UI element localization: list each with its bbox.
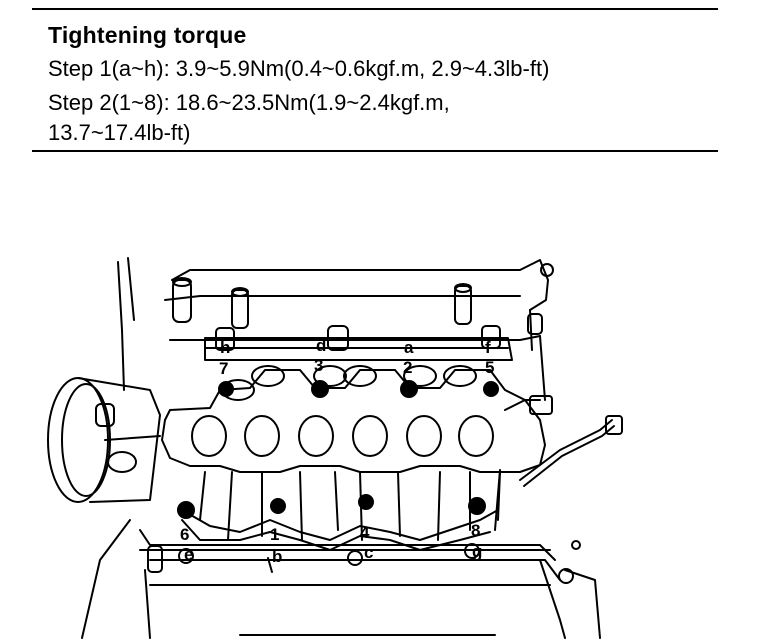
bolt-7 (218, 381, 234, 397)
label-6: 6 (180, 525, 189, 544)
manifold-runners (199, 365, 501, 541)
stud-e (178, 548, 194, 564)
numbered-bolts (177, 380, 499, 519)
cylinder-head-outline (117, 257, 554, 401)
label-8: 8 (471, 521, 480, 540)
bolt-1 (270, 498, 286, 514)
manifold-flange (161, 369, 546, 473)
intake-manifold-diagram: h d a f 7 3 2 5 6 1 4 8 e b c g (47, 257, 623, 639)
bolt-4 (358, 494, 374, 510)
label-5: 5 (485, 358, 494, 377)
label-e: e (184, 545, 193, 564)
label-a: a (404, 338, 414, 357)
label-b: b (272, 547, 282, 566)
bolt-8 (468, 497, 486, 515)
stud-g (464, 543, 480, 559)
label-h: h (220, 338, 230, 357)
bolt-2 (400, 380, 418, 398)
label-g: g (472, 542, 482, 561)
label-d: d (316, 336, 326, 355)
lettered-studs (178, 543, 480, 573)
bolt-6 (177, 501, 195, 519)
spec-step-2: Step 2(1~8): 18.6~23.5Nm(1.9~2.4kgf.m, (48, 90, 450, 115)
label-1: 1 (270, 525, 279, 544)
timing-pulley (47, 377, 161, 503)
bolt-5 (483, 381, 499, 397)
label-c: c (364, 543, 373, 562)
label-7: 7 (219, 359, 228, 378)
spec-title: Tightening torque (48, 22, 247, 48)
bolt-labels: h d a f 7 3 2 5 6 1 4 8 e b c g (180, 336, 494, 566)
lower-flange-block (81, 509, 601, 639)
stud-c (347, 550, 363, 566)
label-f: f (485, 338, 491, 357)
bolt-3 (311, 380, 329, 398)
spec-step-1: Step 1(a~h): 3.9~5.9Nm(0.4~0.6kgf.m, 2.9… (48, 56, 550, 81)
label-3: 3 (314, 356, 323, 375)
spec-step-2-continued: 13.7~17.4lb-ft) (48, 120, 191, 145)
tightening-torque-spec-box: Tightening torque Step 1(a~h): 3.9~5.9Nm… (32, 8, 718, 152)
label-2: 2 (403, 358, 412, 377)
label-4: 4 (360, 523, 370, 542)
wire-harness (494, 395, 623, 531)
